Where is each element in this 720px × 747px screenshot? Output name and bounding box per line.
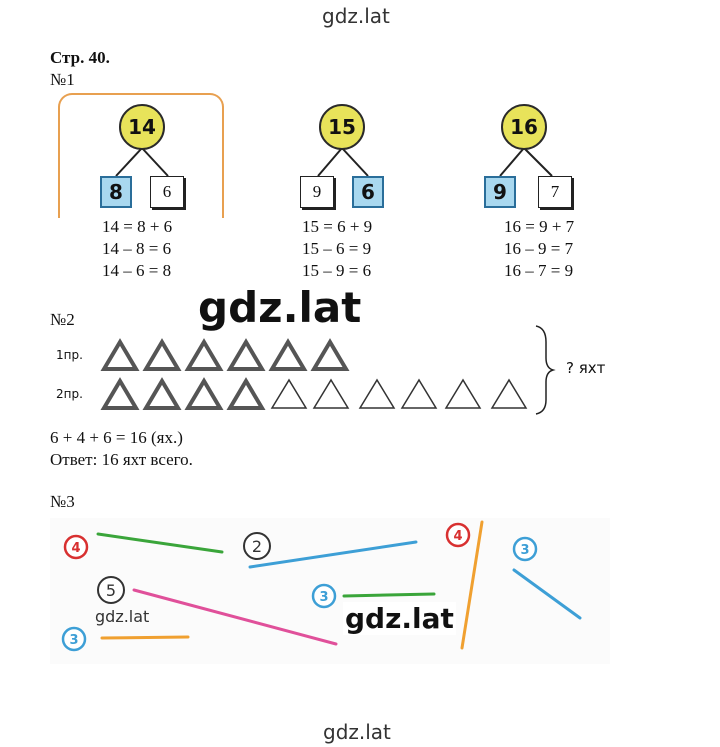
part-box-2a: 9	[300, 176, 334, 208]
total-circle-2: 15	[319, 104, 365, 150]
equation: 14 = 8 + 6	[102, 217, 173, 236]
highlight-frame	[58, 93, 224, 218]
total-circle-1: 14	[119, 104, 165, 150]
badge-blue	[512, 536, 538, 562]
task3-label: №3	[50, 492, 75, 511]
triangle-thin	[312, 378, 350, 409]
row1-label: 1пр.	[56, 348, 83, 362]
orange-line	[460, 520, 484, 650]
curly-brace	[535, 325, 556, 415]
matching-diagram: 4 2 5 3 3 4 3	[50, 518, 610, 664]
watermark-bottom: gdz.lat	[323, 720, 391, 744]
triangle-thin	[490, 378, 528, 409]
triangle-bold	[226, 338, 266, 371]
part-box-1b: 6	[150, 176, 184, 208]
badge-red	[445, 522, 471, 548]
badge-plain	[243, 532, 271, 560]
task1-connector-lines	[115, 147, 553, 177]
part-box-3a: 9	[484, 176, 516, 208]
equation: 15 = 6 + 9	[302, 217, 373, 236]
watermark-middle: gdz.lat	[198, 283, 362, 332]
triangle-thin	[358, 378, 396, 409]
triangle-bold	[142, 338, 182, 371]
blue-line	[248, 540, 418, 569]
badge-number: 2	[252, 537, 262, 556]
badge-plain	[97, 576, 125, 604]
triangle-thin	[444, 378, 482, 409]
total-circle-3: 16	[501, 104, 547, 150]
part-box-2b: 6	[352, 176, 384, 208]
equation: 14 – 8 = 6	[102, 239, 172, 258]
equation: 15 – 9 = 6	[302, 261, 372, 280]
watermark-top: gdz.lat	[322, 4, 390, 28]
equation: 16 – 7 = 9	[504, 261, 574, 280]
badge-number: 4	[453, 529, 462, 544]
equation: 16 = 9 + 7	[504, 217, 575, 236]
triangle-thin	[270, 378, 308, 409]
blue-line	[512, 568, 582, 620]
badge-number: 5	[106, 581, 116, 600]
triangle-bold	[226, 377, 266, 410]
badge-number: 3	[69, 633, 78, 648]
page-number: Стр. 40.	[50, 48, 110, 67]
triangle-bold	[184, 377, 224, 410]
question-label: ? яхт	[566, 359, 606, 377]
task1-label: №1	[50, 70, 75, 89]
triangle-bold	[100, 338, 140, 371]
task2-label: №2	[50, 310, 75, 329]
triangle-bold	[100, 377, 140, 410]
green-line	[96, 532, 224, 554]
badge-number: 4	[71, 541, 80, 556]
triangle-thin	[400, 378, 438, 409]
equation: 15 – 6 = 9	[302, 239, 372, 258]
triangle-bold	[310, 338, 350, 371]
part-box-3b: 7	[538, 176, 572, 208]
green-line	[342, 592, 436, 598]
equation: 16 – 9 = 7	[504, 239, 574, 258]
watermark-map-left: gdz.lat	[95, 607, 150, 626]
triangle-bold	[142, 377, 182, 410]
row2-label: 2пр.	[56, 387, 83, 401]
equations-group-1: 14 = 8 + 6 14 – 8 = 6 14 – 6 = 8	[102, 216, 172, 282]
badge-red	[63, 534, 89, 560]
triangles-diagram	[100, 325, 556, 415]
badge-blue	[311, 583, 337, 609]
badge-number: 3	[520, 543, 529, 558]
pink-line	[132, 588, 338, 646]
orange-line	[100, 635, 190, 640]
equations-group-2: 15 = 6 + 9 15 – 6 = 9 15 – 9 = 6	[302, 216, 372, 282]
part-box-1a: 8	[100, 176, 132, 208]
task2-equation: 6 + 4 + 6 = 16 (ях.)	[50, 428, 183, 447]
badge-number: 3	[319, 590, 328, 605]
task2-answer: Ответ: 16 яхт всего.	[50, 450, 193, 469]
badge-blue	[61, 626, 87, 652]
triangle-bold	[268, 338, 308, 371]
watermark-map-right: gdz.lat	[343, 602, 456, 635]
triangle-bold	[184, 338, 224, 371]
equations-group-3: 16 = 9 + 7 16 – 9 = 7 16 – 7 = 9	[504, 216, 574, 282]
equation: 14 – 6 = 8	[102, 261, 172, 280]
